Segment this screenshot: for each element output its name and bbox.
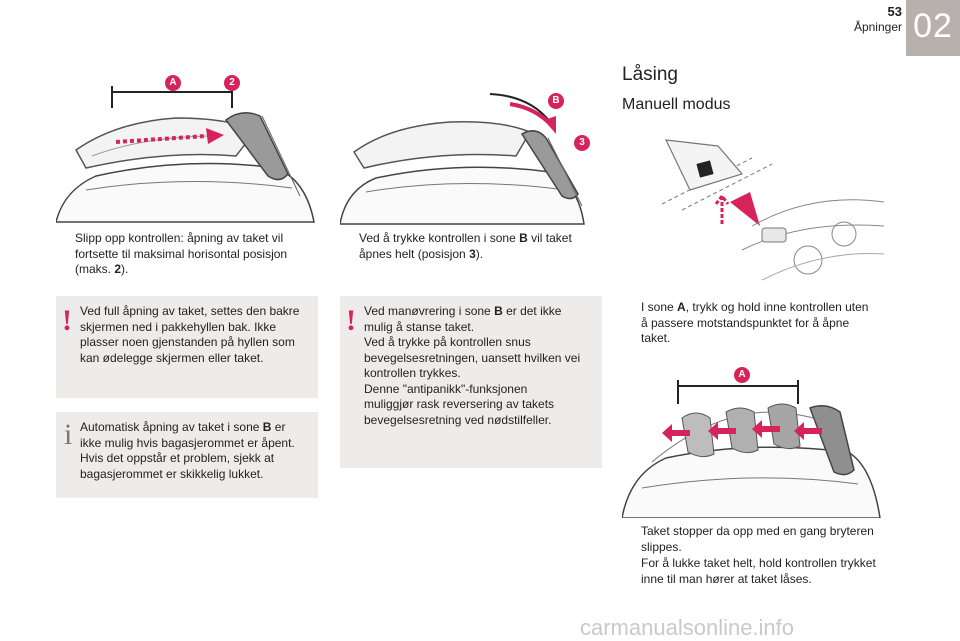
zone-ref: B (494, 304, 503, 318)
callout-b-label: B (552, 95, 560, 106)
warning-box-1: ! Ved full åpning av taket, settes den b… (56, 296, 318, 398)
position-ref: 2 (114, 262, 122, 276)
text-line: Slipp opp kontrollen: åpning av taket vi… (75, 231, 284, 245)
text-line: Taket stopper da opp med en gang brytere… (641, 524, 874, 538)
text-line: skjermen ned i pakkehyllen bak. Ikke (80, 319, 277, 334)
info-icon: i (64, 418, 73, 451)
col1-bullet: Slipp opp kontrollen: åpning av taket vi… (58, 231, 320, 278)
text-line: bagasjerommet er skikkelig lukket. (80, 466, 264, 481)
roof-full-opening-illustration (340, 93, 585, 225)
text-line: ikke mulig hvis bagasjerommet er åpent. (80, 435, 295, 450)
text-line: plasser noen gjenstanden på hyllen som (80, 335, 295, 349)
watermark: carmanualsonline.info (580, 615, 795, 640)
warning-box-2: ! Ved manøvrering i sone B er det ikke m… (340, 296, 602, 468)
col3-bullet-2: Taket stopper da opp med en gang brytere… (624, 524, 886, 555)
text-line: muliggjør rask reversering av takets (364, 397, 555, 411)
text-line: å passere motstandspunktet for å åpne (641, 315, 850, 330)
text-line: For å lukke taket helt, hold kontrollen … (641, 556, 876, 570)
warning-icon: ! (62, 304, 72, 337)
zone-ref: B (262, 420, 272, 434)
callout-a-1: A (165, 75, 181, 91)
text-run: er (271, 420, 286, 434)
text-run: Automatisk åpning av taket i sone (80, 420, 263, 434)
section-title: Åpninger (853, 20, 902, 34)
text-run: I sone (641, 300, 678, 314)
chapter-number: 02 (913, 7, 953, 45)
text-run: vil taket (527, 231, 572, 245)
text-line: kan ødelegge skjermen eller taket. (80, 350, 264, 365)
text-line: Ved å trykke på kontrollen snus (364, 335, 531, 349)
page-number: 53 (887, 4, 902, 19)
text-line: slippes. (641, 539, 682, 554)
text-line: kontrollen trykkes. (364, 366, 461, 380)
callout-a-2: A (734, 367, 750, 383)
text-run: er det ikke (502, 304, 562, 318)
roof-manual-mode-illustration (622, 380, 881, 518)
roof-control-illustration (661, 139, 884, 281)
position-ref: 3 (469, 246, 476, 261)
text-line: mulig å stanse taket. (364, 319, 475, 334)
text-run: ). (475, 246, 484, 261)
callout-a-label: A (738, 369, 746, 380)
text-line: Ved full åpning av taket, settes den bak… (80, 304, 300, 318)
text-line: Denne "antipanikk"-funksjonen (364, 381, 528, 396)
section-heading: Låsing (622, 64, 678, 85)
callout-3-label: 3 (579, 137, 585, 148)
zone-ref: B (519, 231, 528, 245)
callout-a-label: A (169, 77, 177, 88)
subsection-heading: Manuell modus (622, 96, 731, 113)
text-line: bevegelsesretning ved nødstilfeller. (364, 412, 552, 427)
roof-opening-illustration (56, 86, 315, 223)
zone-ref: A (677, 300, 686, 314)
text-line: fortsette til maksimal horisontal posisj… (75, 246, 288, 261)
text-line: Hvis det oppstår et problem, sjekk at (80, 451, 275, 465)
text-line: taket. (641, 331, 671, 345)
info-box-1: i Automatisk åpning av taket i sone B er… (56, 412, 318, 498)
text-run: Ved å trykke kontrollen i sone (359, 231, 520, 245)
text-run: ). (121, 262, 129, 276)
text-run: , trykk og hold inne kontrollen uten (685, 300, 869, 314)
callout-2-label: 2 (229, 77, 235, 88)
text-line: bevegelsesretningen, uansett hvilken vei (364, 350, 581, 365)
col3-bullet-3: For å lukke taket helt, hold kontrollen … (624, 556, 886, 587)
callout-2: 2 (224, 75, 240, 91)
col3-bullet-1: I sone A, trykk og hold inne kontrollen … (624, 300, 886, 347)
col2-bullet: Ved å trykke kontrollen i sone B vil tak… (342, 231, 604, 262)
text-run: (maks. (75, 262, 115, 276)
chapter-tab: 02 (906, 0, 960, 56)
callout-3: 3 (574, 135, 590, 151)
text-run: Ved manøvrering i sone (364, 304, 495, 318)
text-line: inne til man hører at taket låses. (641, 571, 812, 586)
warning-icon: ! (346, 304, 356, 337)
text-run: åpnes helt (posisjon (359, 246, 470, 261)
callout-b-1: B (548, 93, 564, 109)
